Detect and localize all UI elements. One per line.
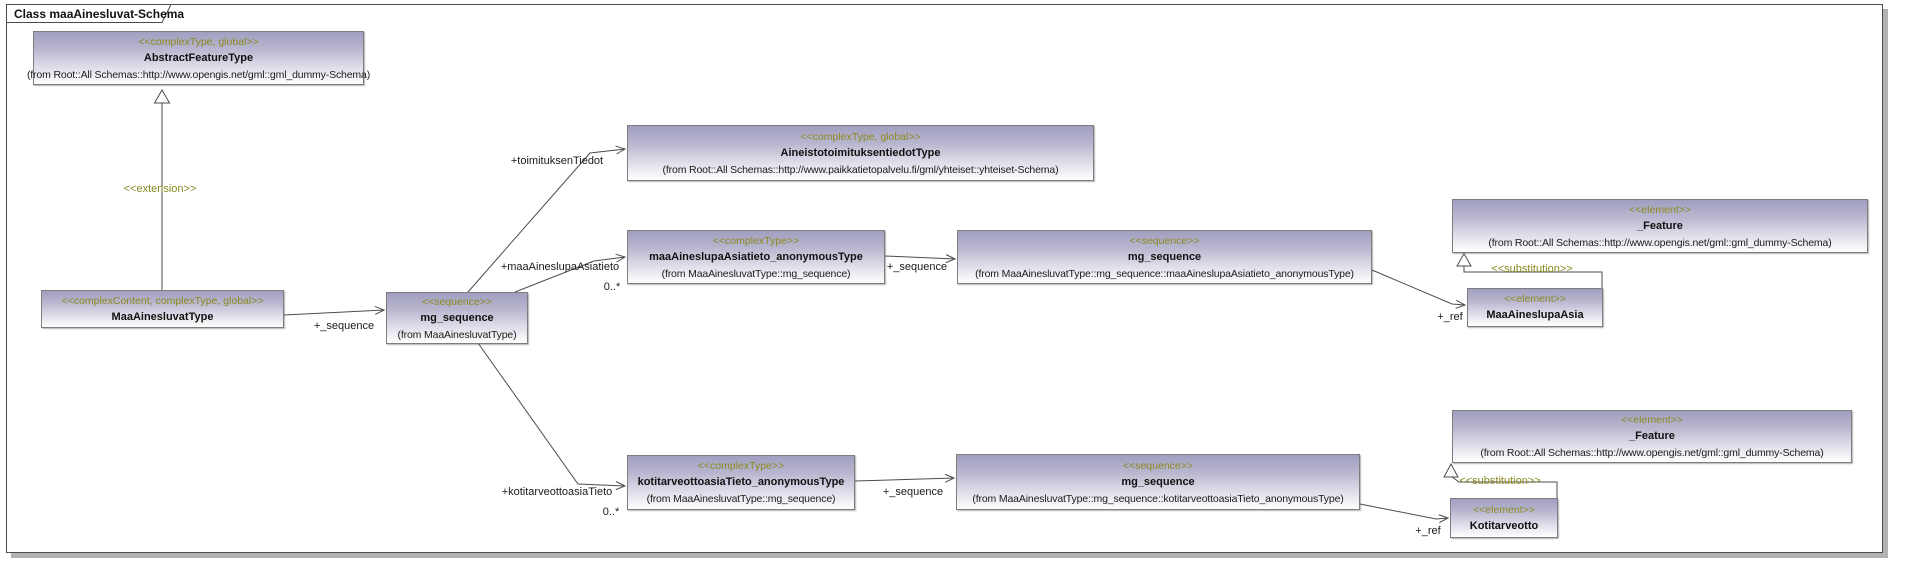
class-box-kotitarveotto[interactable]: <<element>> Kotitarveotto — [1450, 498, 1558, 538]
class-name: AbstractFeatureType — [143, 51, 254, 64]
class-from-path: (from MaaAinesluvatType::mg_sequence) — [661, 267, 851, 280]
stereotype-label: <<sequence>> — [421, 295, 493, 308]
class-name: mg_sequence — [420, 311, 494, 324]
kotitarveottoasiatieto-label: +kotitarveottoasiaTieto — [501, 486, 613, 498]
ref1-label: +_ref — [1437, 311, 1463, 323]
diagram-title: Class maaAinesluvat-Schema — [14, 7, 185, 21]
class-box-feature-top[interactable]: <<element>> _Feature (from Root::All Sch… — [1452, 199, 1868, 253]
class-from-path: (from MaaAinesluvatType) — [397, 328, 517, 341]
class-box-mg-sequence-2[interactable]: <<sequence>> mg_sequence (from MaaAinesl… — [957, 230, 1372, 284]
class-name: _Feature — [1637, 219, 1683, 232]
sequence2-label: +_sequence — [886, 261, 948, 273]
class-name: MaaAinesluvatType — [111, 310, 214, 323]
class-name: maaAineslupaAsiatieto_anonymousType — [649, 250, 863, 263]
substitution2-connector[interactable] — [1451, 476, 1558, 498]
substitution1-connector[interactable] — [1463, 266, 1603, 288]
class-name: kotitarveottoasiaTieto_anonymousType — [637, 476, 845, 488]
substitution2-label: <<substitution>> — [1459, 475, 1541, 487]
class-box-mg-sequence-3[interactable]: <<sequence>> mg_sequence (from MaaAinesl… — [956, 454, 1360, 510]
stereotype-label: <<element>> — [1621, 414, 1683, 426]
class-from-path: (from Root::All Schemas::http://www.open… — [1488, 236, 1832, 249]
multiplicity2-label: 0..* — [602, 506, 620, 518]
class-name: Kotitarveotto — [1469, 519, 1539, 532]
class-box-maaainesluvattype[interactable]: <<complexContent, complexType, global>> … — [41, 290, 284, 328]
class-box-abstractfeaturetype[interactable]: <<complexType, global>> AbstractFeatureT… — [27, 31, 370, 85]
class-name: AineistotoimituksentiedotType — [780, 146, 941, 159]
stereotype-label: <<sequence>> — [1122, 459, 1194, 472]
frame-title-tab — [6, 4, 172, 23]
stereotype-label: <<complexType>> — [697, 460, 785, 472]
substitution1-triangle-icon — [1456, 252, 1472, 267]
substitution1-label: <<substitution>> — [1491, 263, 1573, 275]
class-from-path: (from MaaAinesluvatType::mg_sequence) — [646, 493, 836, 505]
maaaineslupaasiatieto-label: +maaAineslupaAsiatieto — [500, 261, 620, 273]
class-box-feature-bottom[interactable]: <<element>> _Feature (from Root::All Sch… — [1452, 410, 1852, 463]
stereotype-label: <<element>> — [1473, 503, 1535, 516]
class-name: mg_sequence — [1121, 475, 1195, 488]
multiplicity1-label: 0..* — [603, 281, 621, 293]
class-box-mg-sequence-1[interactable]: <<sequence>> mg_sequence (from MaaAinesl… — [386, 292, 528, 344]
class-box-aineistotoimituksentiedottype[interactable]: <<complexType, global>> Aineistotoimituk… — [627, 125, 1094, 181]
class-box-kotitarveottoasiatieto-anonymoustype[interactable]: <<complexType>> kotitarveottoasiaTieto_a… — [627, 455, 855, 510]
ref2-label: +_ref — [1415, 525, 1441, 537]
class-from-path: (from Root::All Schemas::http://www.paik… — [662, 163, 1059, 176]
class-box-maaaineslupaasia[interactable]: <<element>> MaaAineslupaAsia — [1467, 288, 1603, 327]
class-name: _Feature — [1629, 430, 1675, 442]
substitution2-triangle-icon — [1443, 462, 1459, 478]
stereotype-label: <<complexType, global>> — [800, 130, 921, 143]
stereotype-label: <<complexType, global>> — [138, 35, 259, 48]
maaaineslupaasiatieto-connector[interactable] — [514, 253, 627, 293]
sequence2-connector[interactable] — [884, 254, 957, 264]
class-box-maaaineslupaasiatieto-anonymoustype[interactable]: <<complexType>> maaAineslupaAsiatieto_an… — [627, 230, 885, 284]
extension-label: <<extension>> — [123, 183, 197, 195]
class-from-path: (from Root::All Schemas::http://www.open… — [1480, 447, 1824, 459]
ref2-connector[interactable] — [1359, 503, 1450, 524]
sequence3-label: +_sequence — [882, 486, 944, 498]
sequence3-connector[interactable] — [854, 473, 956, 483]
stereotype-label: <<element>> — [1504, 293, 1566, 305]
stereotype-label: <<complexType>> — [712, 234, 800, 247]
diagram-frame — [6, 4, 1883, 553]
ref1-connector[interactable] — [1371, 269, 1467, 309]
generalization-triangle-icon — [153, 88, 171, 104]
toimituksentiedot-connector[interactable] — [467, 145, 627, 293]
sequence1-label: +_sequence — [313, 320, 375, 332]
sequence1-connector[interactable] — [283, 305, 386, 316]
class-name: MaaAineslupaAsia — [1486, 309, 1584, 321]
class-from-path: (from MaaAinesluvatType::mg_sequence::ma… — [975, 267, 1354, 280]
toimituksentiedot-label: +toimituksenTiedot — [510, 155, 604, 167]
stereotype-label: <<sequence>> — [1129, 234, 1200, 247]
class-from-path: (from MaaAinesluvatType::mg_sequence::ko… — [972, 492, 1344, 505]
stereotype-label: <<element>> — [1629, 203, 1691, 216]
class-from-path: (from Root::All Schemas::http://www.open… — [26, 68, 371, 81]
kotitarveottoasiatieto-connector[interactable] — [477, 342, 627, 491]
class-name: mg_sequence — [1127, 250, 1202, 263]
stereotype-label: <<complexContent, complexType, global>> — [61, 294, 264, 307]
